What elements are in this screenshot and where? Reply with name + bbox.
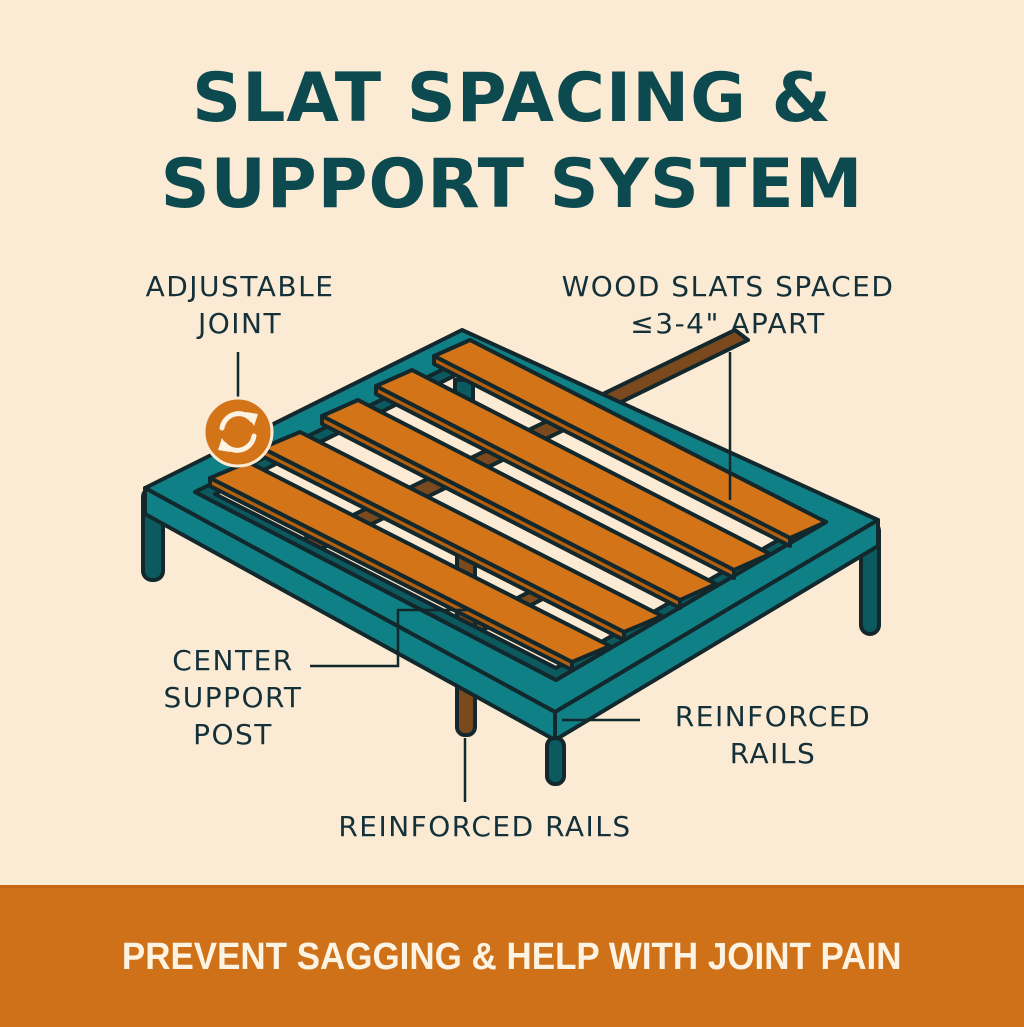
callout-line: ≤3-4" APART [630,307,826,340]
wood-slats [208,338,828,672]
bed-frame-rails [143,328,880,742]
front-leg [545,736,566,786]
title-line-1: SLAT SPACING & [192,59,832,138]
callout-center-support-post: CENTER SUPPORT POST [148,642,318,753]
callout-reinforced-rails-bottom: REINFORCED RAILS [320,808,650,845]
bottom-banner: PREVENT SAGGING & HELP WITH JOINT PAIN [0,885,1024,1027]
callout-line: POST [193,718,273,751]
callout-line: JOINT [197,307,283,340]
refresh-arrows-icon [219,411,257,453]
callout-line: ADJUSTABLE [145,270,335,303]
page-title: SLAT SPACING & SUPPORT SYSTEM [0,56,1024,228]
callout-line: CENTER [172,644,294,677]
slat-1 [208,460,612,672]
slat-4 [374,368,772,580]
leader-lines [236,352,732,802]
callout-line: RAILS [729,737,817,770]
callout-line: WOOD SLATS SPACED [561,270,895,303]
adjustable-joint-marker [202,396,274,468]
title-line-2: SUPPORT SYSTEM [160,145,864,224]
slat-5 [432,338,828,548]
callout-line: REINFORCED RAILS [338,810,632,843]
callout-line: REINFORCED [674,700,872,733]
callout-wood-slats: WOOD SLATS SPACED ≤3-4" APART [548,268,908,342]
slat-2 [260,430,664,642]
callout-adjustable-joint: ADJUSTABLE JOINT [130,268,350,342]
callout-reinforced-rails-right: REINFORCED RAILS [660,698,886,772]
slat-3 [320,398,718,610]
callout-line: SUPPORT [163,681,303,714]
banner-text: PREVENT SAGGING & HELP WITH JOINT PAIN [122,936,902,978]
